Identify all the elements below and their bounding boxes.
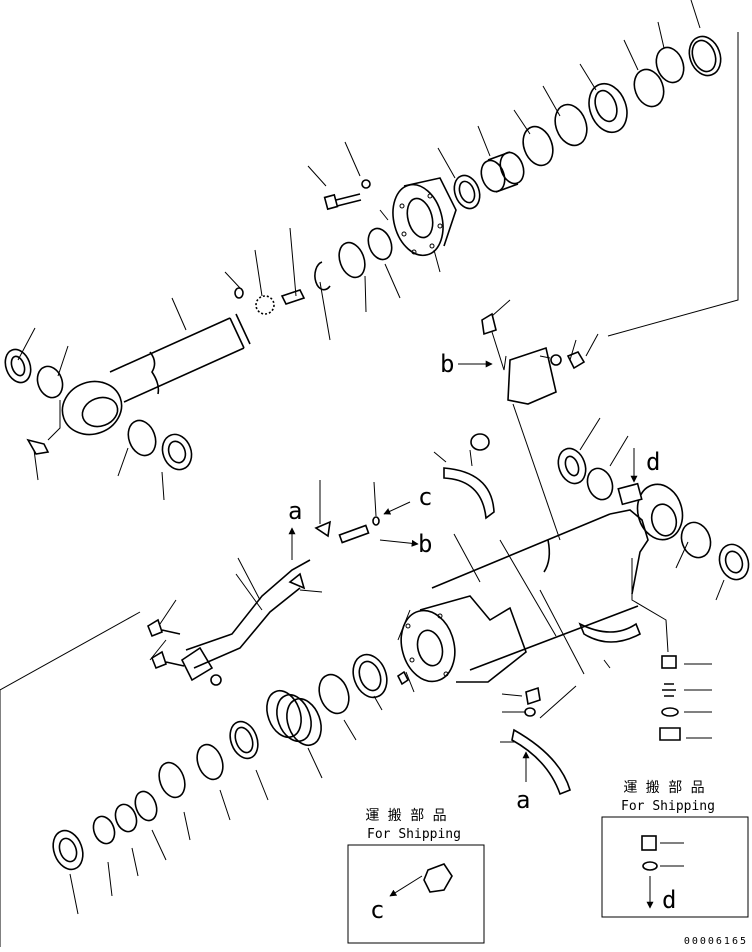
packing-ring — [588, 82, 628, 134]
cylinder-tube — [431, 482, 684, 671]
upper-rod-assembly — [4, 0, 739, 501]
grease-fittings — [631, 558, 712, 741]
shipping-label-jp-left: 運 搬 部 品 — [365, 808, 446, 824]
clamp-bracket-upper — [481, 299, 599, 541]
shipping-box-right: 運 搬 部 品 For Shipping — [601, 780, 749, 918]
clamp-bracket-middle — [433, 433, 495, 520]
top-seal-ring — [688, 35, 722, 77]
letter-c-main: c — [418, 483, 432, 511]
shipping-label-en-right: For Shipping — [621, 799, 715, 814]
piston-rod — [109, 313, 251, 403]
bushing — [480, 151, 525, 193]
drawing-number: 00006165 — [684, 936, 748, 947]
letter-b-lower: b — [418, 530, 432, 558]
letter-a-upper: a — [288, 497, 302, 525]
shipping-label-jp-right: 運 搬 部 品 — [623, 780, 704, 796]
piston — [396, 595, 527, 686]
rod-eye — [61, 380, 123, 436]
letter-a-lower: a — [516, 786, 530, 814]
nut-end — [52, 829, 84, 871]
pipe-line — [180, 516, 380, 686]
clamp-bracket-lower — [500, 622, 642, 796]
shipping-box-left: 運 搬 部 品 For Shipping — [347, 808, 485, 944]
piston-packing — [266, 689, 322, 747]
wiper-ring — [655, 46, 685, 84]
shipping-label-en-left: For Shipping — [367, 827, 461, 842]
letter-d-inset: d — [662, 886, 676, 914]
letter-c-inset: c — [370, 896, 384, 924]
head-bolt — [323, 179, 371, 211]
reference-letters: b a c b d a c d — [288, 350, 676, 924]
letter-d-main: d — [646, 448, 660, 476]
letter-b-upper: b — [440, 350, 454, 378]
cylinder-head — [392, 177, 457, 257]
